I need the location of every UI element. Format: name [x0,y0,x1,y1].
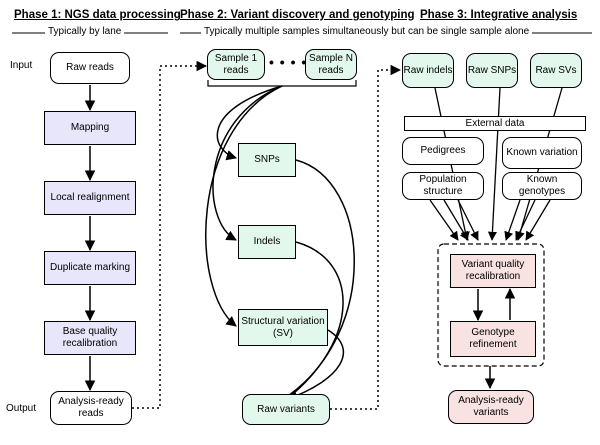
arrow-pop2 [443,199,469,241]
variant-quality-recalibration-node: Variant quality recalibration [450,254,536,288]
sample-1-node: Sample 1 reads [207,49,265,80]
raw-snps-node: Raw SNPs [466,53,518,88]
known-variation-node: Known variation [502,137,582,169]
curve-to-indels [212,85,283,241]
known-genotypes-node: Known genotypes [502,172,582,200]
structural-variation-label: Structural variation (SV) [241,315,325,339]
curve-snps-to-raw [287,159,355,397]
snps-node: SNPs [238,143,296,177]
curve-to-snps [216,85,283,161]
pedigrees-label: Pedigrees [420,145,466,156]
phase1-title: Phase 1: NGS data processing [14,9,181,21]
arrow-snps-to-vqsr [487,87,501,241]
arrow-gen1 [504,199,521,241]
analysis-ready-reads-node: Analysis-ready reads [50,391,132,425]
phase1-subtitle: Typically by lane [45,26,125,37]
duplicate-marking-label: Duplicate marking [49,262,131,273]
sample-n-label: Sample N reads [309,52,353,76]
phase2-subtitle: Typically multiple samples simultaneousl… [201,26,533,37]
dotted-variants-to-phase3 [330,64,402,410]
indels-label: Indels [253,236,281,247]
arrow-gen3 [525,199,551,241]
population-structure-label: Population structure [419,174,467,197]
structural-variation-node: Structural variation (SV) [238,309,328,346]
variant-quality-recalibration-label: Variant quality recalibration [461,259,525,282]
genotype-refinement-label: Genotype refinement [469,327,517,350]
external-data-bar: External data [404,116,586,131]
base-quality-recalibration-label: Base quality recalibration [62,326,118,349]
base-quality-recalibration-node: Base quality recalibration [44,321,136,355]
dotted-reads-to-samples [132,60,208,409]
raw-reads-node: Raw reads [50,52,130,84]
known-genotypes-label: Known genotypes [518,174,566,197]
mapping-node: Mapping [44,111,136,145]
snps-label: SNPs [254,154,280,165]
mapping-label: Mapping [70,122,110,133]
local-realignment-node: Local realignment [44,181,136,215]
raw-variants-node: Raw variants [242,394,330,425]
sample-bracket [207,80,357,87]
curve-to-sv [205,85,283,327]
local-realignment-label: Local realignment [50,192,130,203]
genotype-refinement-node: Genotype refinement [450,321,536,357]
input-label: Input [10,60,33,71]
arrow-gen2 [515,199,536,241]
raw-svs-node: Raw SVs [530,53,582,88]
raw-svs-label: Raw SVs [535,64,577,76]
external-data-label: External data [465,117,525,129]
analysis-ready-variants-label: Analysis-ready variants [458,395,524,418]
raw-indels-node: Raw indels [402,53,454,88]
pedigrees-node: Pedigrees [402,137,484,165]
analysis-ready-variants-node: Analysis-ready variants [448,390,534,424]
sample-n-node: Sample N reads [305,49,357,80]
phase2-title: Phase 2: Variant discovery and genotypin… [180,9,415,21]
analysis-ready-reads-label: Analysis-ready reads [58,396,124,419]
raw-snps-label: Raw SNPs [467,64,517,76]
duplicate-marking-node: Duplicate marking [44,251,136,285]
population-structure-node: Population structure [402,172,484,200]
arrow-pop3 [457,199,479,241]
known-variation-label: Known variation [506,147,578,158]
arrow-pop1 [429,199,459,241]
raw-indels-label: Raw indels [403,64,453,76]
sample-1-label: Sample 1 reads [214,52,258,76]
curve-sv-to-raw [287,329,345,401]
raw-variants-label: Raw variants [257,403,315,415]
phase3-title: Phase 3: Integrative analysis [420,9,578,21]
refinement-group [437,243,545,367]
curve-indels-to-raw [287,241,344,399]
indels-node: Indels [238,225,296,259]
output-label: Output [6,403,37,414]
sample-ellipsis: • • • • [269,54,308,70]
raw-reads-label: Raw reads [66,62,114,73]
